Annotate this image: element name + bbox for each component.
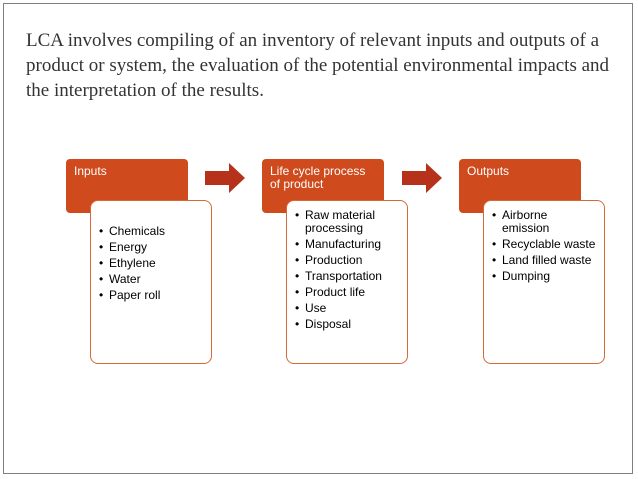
process-box: •Raw material processing •Manufacturing …: [286, 200, 408, 364]
list-item: •Water: [99, 272, 141, 286]
list-item: •Use: [295, 301, 327, 315]
outputs-list: •Airborne emission •Recyclable waste •La…: [492, 209, 598, 283]
bullet-icon: •: [295, 301, 300, 315]
flow-arrow-icon: [402, 163, 442, 193]
bullet-icon: •: [295, 285, 300, 299]
bullet-icon: •: [492, 208, 497, 222]
list-item: •Paper roll: [99, 288, 161, 302]
list-item: •Chemicals: [99, 224, 166, 238]
bullet-icon: •: [99, 256, 104, 270]
arrow-shape: [205, 163, 245, 193]
list-item: •Raw material processing: [295, 208, 376, 235]
list-item: •Land filled waste: [492, 253, 592, 267]
inputs-box: •Chemicals •Energy •Ethylene •Water •Pap…: [90, 200, 212, 364]
list-item: •Manufacturing: [295, 237, 382, 251]
bullet-icon: •: [492, 253, 497, 267]
list-item: •Airborne emission: [492, 208, 550, 235]
bullet-icon: •: [295, 253, 300, 267]
bullet-icon: •: [295, 237, 300, 251]
list-item: •Dumping: [492, 269, 551, 283]
outputs-box: •Airborne emission •Recyclable waste •La…: [483, 200, 605, 364]
list-item: •Production: [295, 253, 363, 267]
bullet-icon: •: [492, 269, 497, 283]
outputs-header-label: Outputs: [467, 164, 510, 178]
process-list: •Raw material processing •Manufacturing …: [295, 209, 401, 331]
process-header-label: Life cycle process of product: [270, 164, 366, 191]
slide: LCA involves compiling of an inventory o…: [3, 3, 633, 474]
bullet-icon: •: [99, 224, 104, 238]
bullet-icon: •: [295, 269, 300, 283]
inputs-list: •Chemicals •Energy •Ethylene •Water •Pap…: [99, 225, 205, 302]
bullet-icon: •: [295, 208, 300, 222]
intro-text: LCA involves compiling of an inventory o…: [26, 30, 610, 101]
list-item: •Ethylene: [99, 256, 156, 270]
bullet-icon: •: [295, 317, 300, 331]
flow-arrow-icon: [205, 163, 245, 193]
bullet-icon: •: [99, 272, 104, 286]
inputs-header-label: Inputs: [74, 164, 107, 178]
list-item: •Transportation: [295, 269, 382, 283]
arrow-shape: [402, 163, 442, 193]
bullet-icon: •: [99, 240, 104, 254]
bullet-icon: •: [99, 288, 104, 302]
list-item: •Recyclable waste: [492, 237, 596, 251]
bullet-icon: •: [492, 237, 497, 251]
list-item: •Energy: [99, 240, 148, 254]
list-item: •Product life: [295, 285, 366, 299]
list-item: •Disposal: [295, 317, 352, 331]
